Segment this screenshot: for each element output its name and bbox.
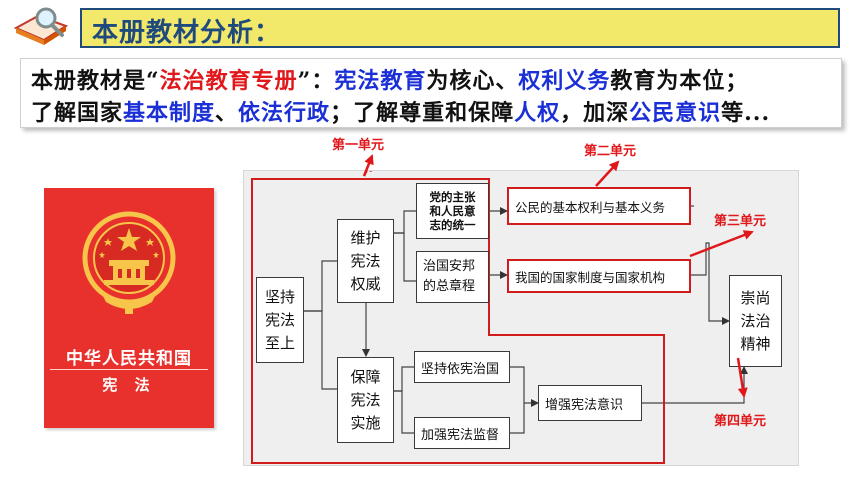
header-bar: 本册教材分析： [80, 8, 840, 48]
description-segment: 等... [721, 100, 771, 126]
book-title: 中华人民共和国 [66, 349, 192, 369]
institutions-label: 我国的国家制度与国家机构 [515, 269, 666, 285]
node-branch1: 维护 宪法 权威 [337, 219, 394, 303]
description-line-2: 了解国家基本制度、依法行政；了解尊重和保障人权，加深公民意识等... [31, 95, 770, 127]
branch2-line-2: 宪法 [350, 390, 381, 409]
jiandu-label: 加强宪法监督 [421, 427, 500, 443]
description-segment: ；了解尊重和保障 [330, 100, 515, 126]
branch1-line-1: 维护 [350, 228, 381, 247]
yishi-label: 增强宪法意识 [545, 397, 624, 413]
rights-label: 公民的基本权利与基本义务 [515, 199, 666, 215]
branch2-line-3: 实施 [350, 413, 381, 432]
description-segment: 为核心、 [426, 68, 519, 94]
root-line-2: 宪法 [264, 310, 295, 329]
header-icon [8, 4, 78, 48]
node-branch2: 保障 宪法 实施 [337, 357, 394, 443]
spirit-line-3: 精神 [740, 334, 771, 353]
node-rights: 公民的基本权利与基本义务 [507, 187, 691, 225]
description-line-1: 本册教材是“法治教育专册”：宪法教育为核心、权利义务教育为本位； [31, 63, 748, 95]
branch1-line-2: 宪法 [350, 251, 381, 270]
description-segment: 教育为本位； [610, 68, 749, 94]
root-line-3: 至上 [264, 333, 295, 352]
description-segment: 人权 [514, 100, 561, 126]
branch1-line-3: 权威 [350, 274, 381, 293]
description-box: 本册教材是“法治教育专册”：宪法教育为核心、权利义务教育为本位； 了解国家基本制… [20, 58, 842, 128]
branch2-line-1: 保障 [350, 367, 381, 386]
node-yishi: 增强宪法意识 [538, 385, 642, 421]
page-title: 本册教材分析： [92, 18, 282, 48]
description-segment: 、 [215, 100, 239, 126]
description-segment: 权利义务 [518, 68, 611, 94]
unit-label-3: 第三单元 [714, 214, 767, 229]
node-zhiguo: 治国安邦 的总章程 [416, 251, 489, 303]
node-jiandu: 加强宪法监督 [414, 417, 510, 449]
book-subtitle: 宪 法 [102, 376, 156, 394]
description-segment: 宪法教育 [334, 68, 427, 94]
node-spirit: 崇尚 法治 精神 [729, 275, 782, 367]
description-segment: ”： [297, 68, 335, 94]
node-root: 坚持 宪法 至上 [256, 277, 304, 363]
node-yixian: 坚持依宪治国 [414, 351, 510, 383]
zhiguo-line-2: 的总章程 [423, 279, 476, 294]
description-segment: 本册教材是“ [31, 68, 160, 94]
structure-diagram: 坚持 宪法 至上 维护 宪法 权威 保障 宪法 实施 党的主张 和人民意 志的统… [243, 170, 799, 466]
constitution-book: 中华人民共和国 宪 法 [44, 188, 214, 428]
party-line-3: 志的统一 [429, 218, 476, 232]
node-institutions: 我国的国家制度与国家机构 [507, 259, 691, 293]
yixian-label: 坚持依宪治国 [421, 361, 500, 377]
spirit-line-2: 法治 [740, 311, 771, 330]
unit-label-1: 第一单元 [332, 138, 385, 153]
description-segment: 基本制度 [123, 100, 216, 126]
description-segment: 公民意识 [629, 100, 722, 126]
zhiguo-line-1: 治国安邦 [423, 259, 476, 274]
node-party-will: 党的主张 和人民意 志的统一 [416, 183, 489, 239]
description-segment: 法治教育专册 [159, 68, 298, 94]
unit-label-2: 第二单元 [584, 144, 637, 159]
spirit-line-1: 崇尚 [740, 288, 771, 307]
description-segment: ，加深 [560, 100, 630, 126]
root-line-1: 坚持 [264, 287, 295, 306]
book-divider [50, 369, 208, 370]
national-emblem-icon [82, 208, 176, 318]
connector-lines [251, 171, 748, 464]
party-line-2: 和人民意 [429, 204, 476, 218]
unit-label-4: 第四单元 [714, 414, 767, 429]
description-segment: 了解国家 [31, 100, 124, 126]
description-segment: 依法行政 [238, 100, 331, 126]
party-line-1: 党的主张 [429, 190, 476, 204]
